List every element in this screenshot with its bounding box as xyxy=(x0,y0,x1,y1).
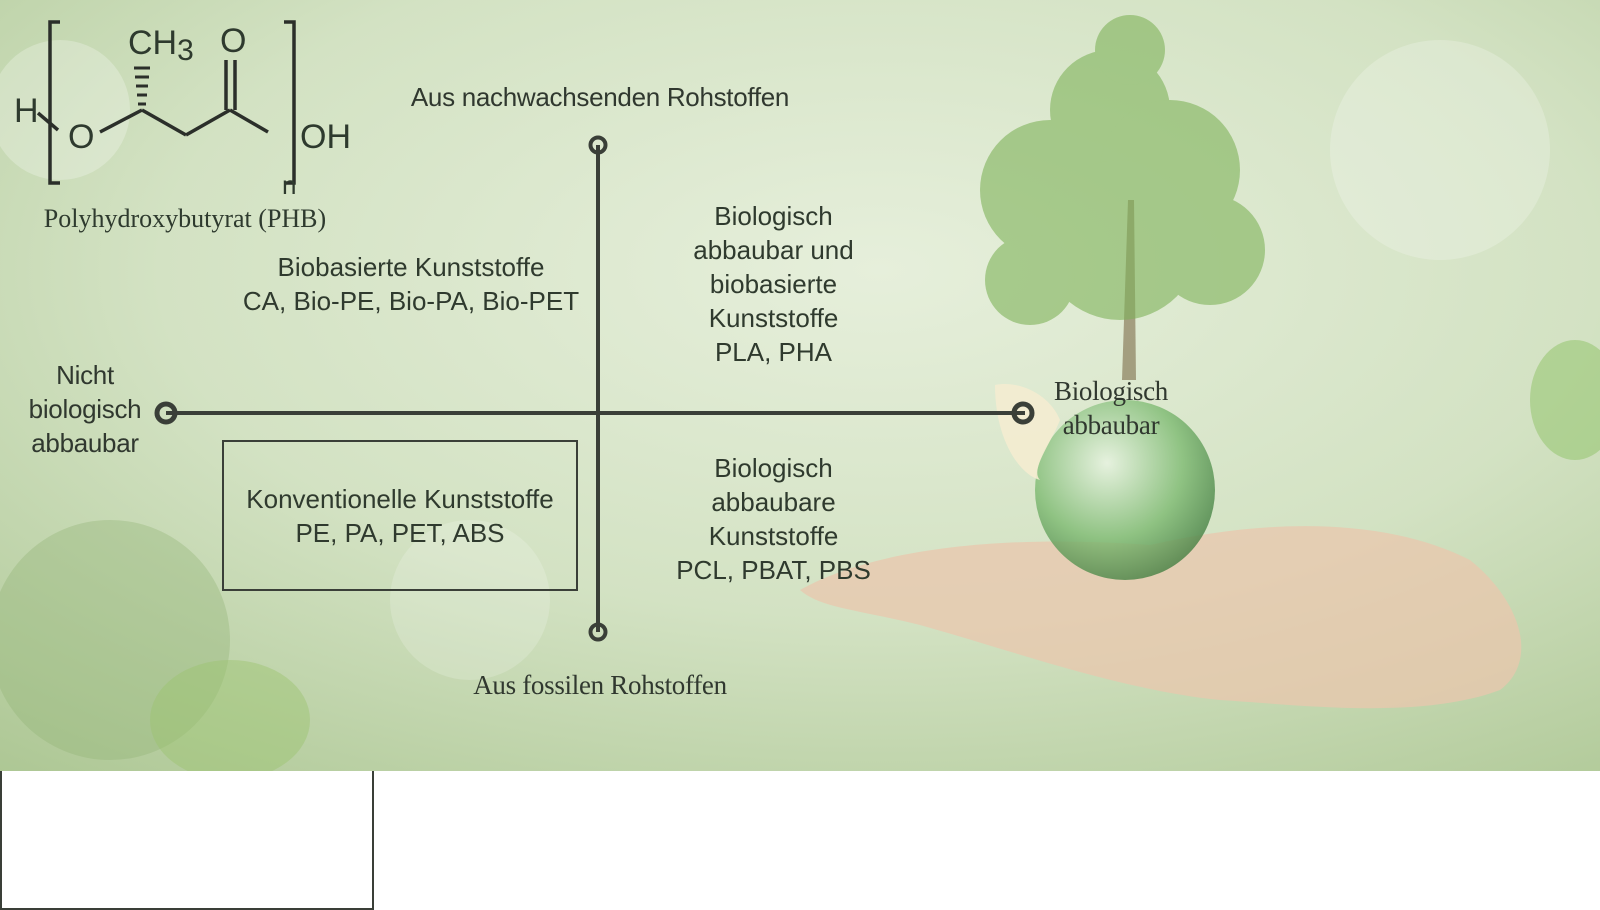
phb-ch3-subscript: 3 xyxy=(177,34,194,67)
phb-atom-o-ester: O xyxy=(68,118,95,156)
quadrant-line: Kunststoffe xyxy=(708,303,839,333)
axis-endpoint-left xyxy=(154,401,178,425)
axis-label-left-line: Nicht xyxy=(56,360,114,390)
axis-label-left: Nicht biologisch abbaubar xyxy=(18,358,152,460)
quadrant-line: abbaubar und xyxy=(693,235,854,265)
phb-group-oh: OH xyxy=(300,118,351,156)
quadrant-biodegradable: Biologisch abbaubare Kunststoffe PCL, PB… xyxy=(669,440,878,598)
quadrant-title: Biobasierte Kunststoffe xyxy=(277,252,545,282)
quadrant-line: abbaubare xyxy=(711,487,836,517)
phb-atom-h: H xyxy=(14,92,39,130)
axis-label-bottom: Aus fossilen Rohstoffen xyxy=(473,670,727,700)
phb-structure xyxy=(36,20,296,185)
axis-endpoint-right xyxy=(1011,401,1035,425)
quadrant-line: biobasierte xyxy=(709,269,838,299)
axis-endpoint-bottom xyxy=(588,622,608,642)
axis-label-top: Aus nachwachsenden Rohstoffen xyxy=(410,82,790,112)
phb-repeat-n: n xyxy=(282,170,297,200)
quadrant-line: Kunststoffe xyxy=(708,521,839,551)
axes xyxy=(154,135,1035,642)
quadrant-examples: PCL, PBAT, PBS xyxy=(676,555,871,585)
quadrant-title: Konventionelle Kunststoffe xyxy=(246,483,554,514)
quadrant-biobased: Biobasierte Kunststoffe CA, Bio-PE, Bio-… xyxy=(224,178,598,390)
quadrant-examples: PE, PA, PET, ABS xyxy=(295,517,505,548)
quadrant-conventional: Konventionelle Kunststoffe PE, PA, PET, … xyxy=(222,440,578,591)
axis-label-left-line: biologisch xyxy=(28,394,142,424)
axis-label-right-line: abbaubar xyxy=(1062,410,1160,440)
axis-endpoint-top xyxy=(588,135,608,155)
axis-label-right-line: Biologisch xyxy=(1053,376,1168,406)
axis-label-right: Biologisch abbaubar xyxy=(1036,374,1186,442)
quadrant-examples: PLA, PHA xyxy=(714,337,833,367)
phb-group-ch3: CH3 xyxy=(128,24,194,67)
quadrant-biobased-biodegradable: Biologisch abbaubar und biobasierte Kuns… xyxy=(669,178,878,390)
quadrant-examples: CA, Bio-PE, Bio-PA, Bio-PET xyxy=(242,286,580,316)
quadrant-line: Biologisch xyxy=(714,453,833,483)
phb-atom-o-carbonyl: O xyxy=(220,22,247,60)
quadrant-line: Biologisch xyxy=(714,201,833,231)
nature-background xyxy=(0,0,1600,771)
phb-ch3-label: CH xyxy=(128,24,178,62)
phb-caption: Polyhydroxybutyrat (PHB) xyxy=(43,204,327,233)
axis-label-left-line: abbaubar xyxy=(31,428,139,458)
